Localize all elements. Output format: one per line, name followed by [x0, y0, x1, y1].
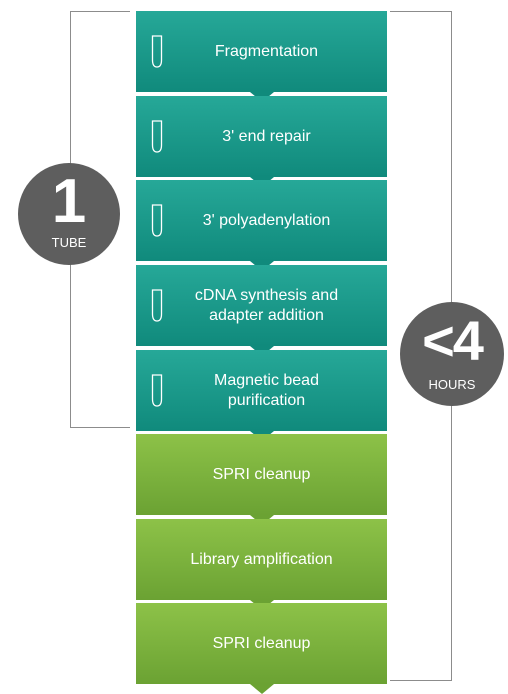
test-tube-icon [151, 34, 163, 68]
down-arrow-icon [249, 684, 274, 694]
step-label: 3' polyadenylation [202, 211, 331, 229]
step-box: Fragmentation [136, 11, 387, 92]
step-label: SPRI cleanup [212, 465, 311, 483]
test-tube-icon [151, 288, 163, 322]
step-box: 3' end repair [136, 96, 387, 177]
step-box: Library amplification [136, 519, 387, 600]
step-box: SPRI cleanup [136, 603, 387, 684]
step-label: SPRI cleanup [212, 634, 311, 652]
tube-label: TUBE [51, 235, 87, 250]
step-label: Library amplification [190, 550, 333, 568]
one-tube-badge: 1 TUBE [18, 163, 120, 265]
step-label: Fragmentation [214, 42, 319, 60]
step-box: SPRI cleanup [136, 434, 387, 515]
tube-count: 1 [51, 167, 87, 236]
step-box: 3' polyadenylation [136, 180, 387, 261]
test-tube-icon [151, 119, 163, 153]
hours-label: HOURS [428, 377, 476, 392]
hours-badge: <4 HOURS [400, 302, 504, 406]
test-tube-icon [151, 373, 163, 407]
step-label: 3' end repair [222, 127, 311, 145]
test-tube-icon [151, 203, 163, 237]
hours-count: <4 [422, 309, 484, 372]
